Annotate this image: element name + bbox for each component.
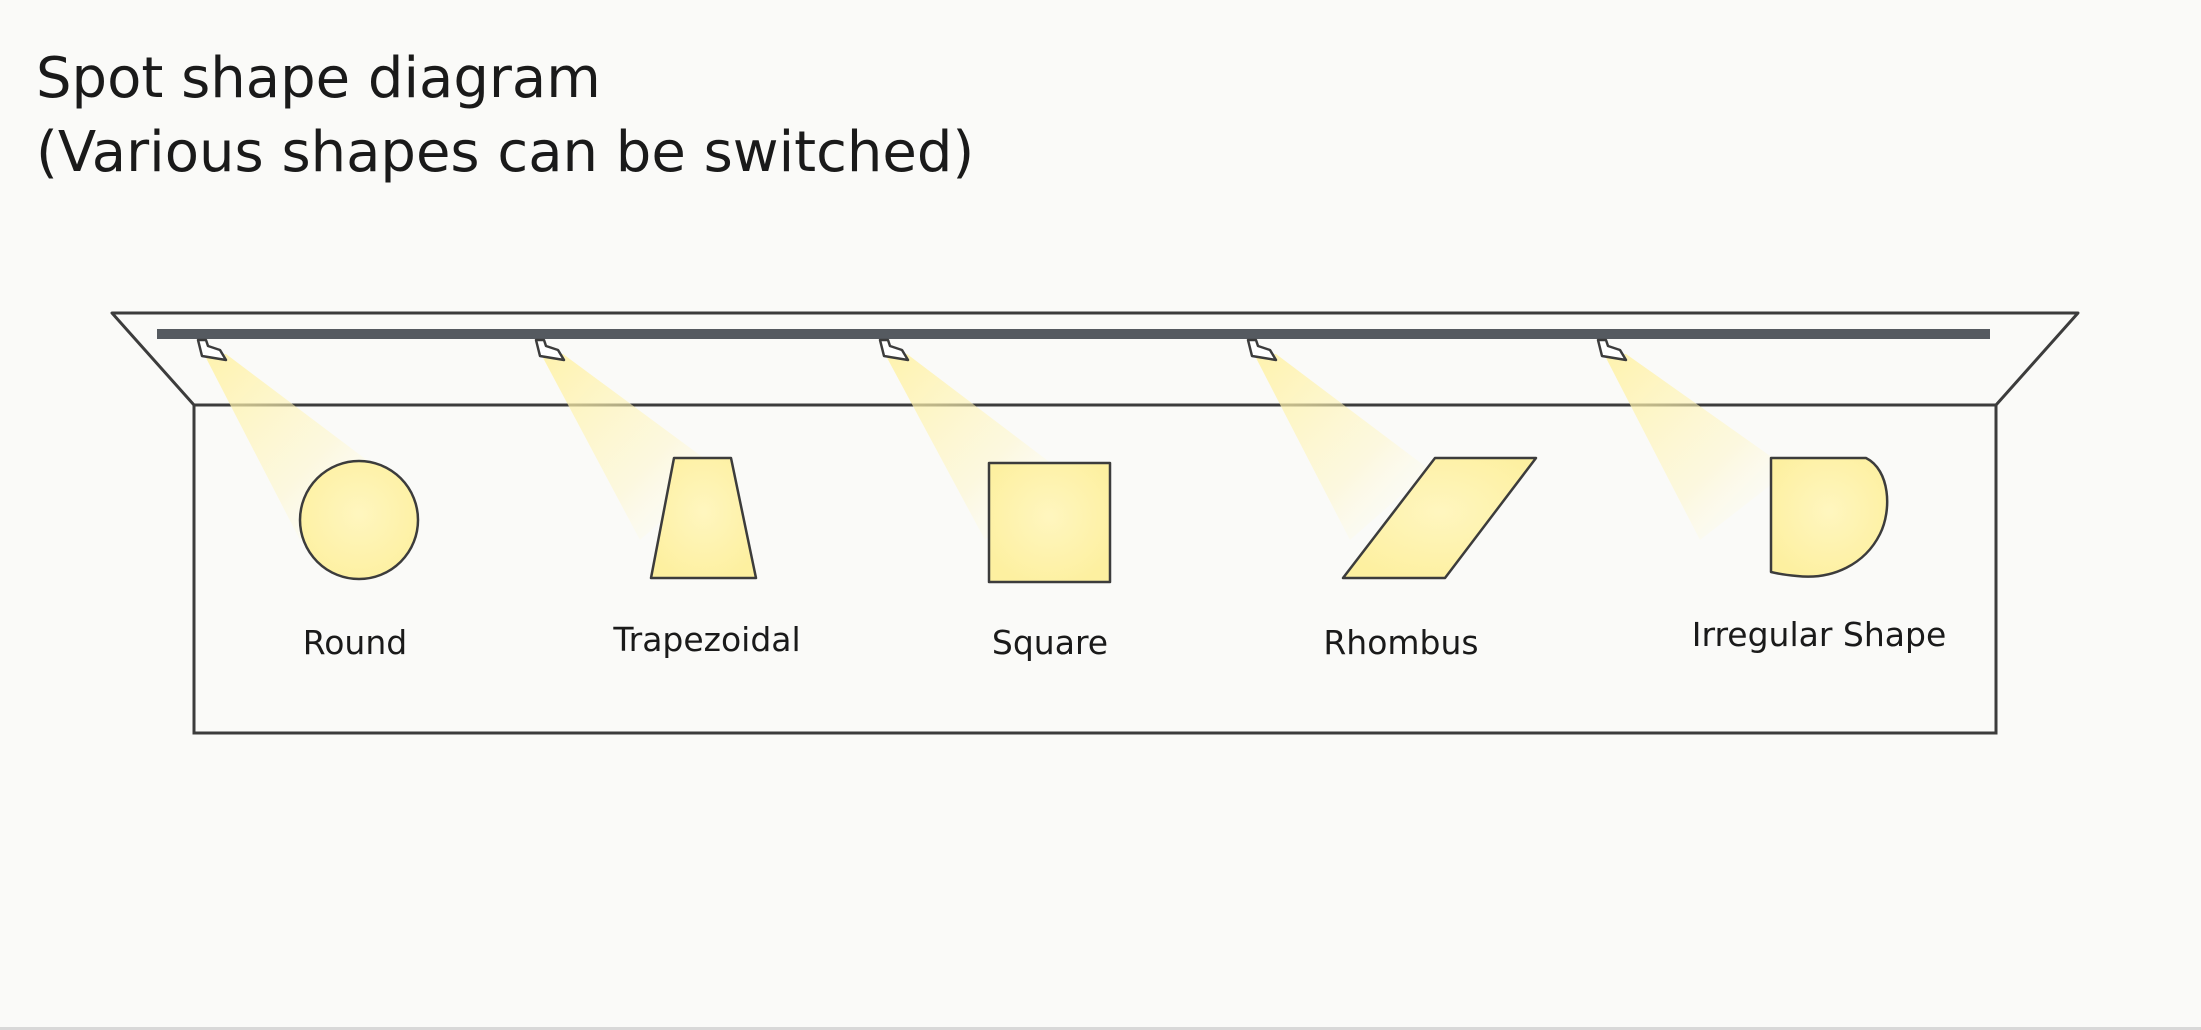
title-line-2: (Various shapes can be switched) (36, 120, 975, 185)
spot-shapes (298, 456, 1889, 584)
spotlight-icon (878, 338, 910, 362)
cabinet-back-panel (192, 403, 1998, 735)
shape-label-square: Square (992, 623, 1108, 662)
bottom-divider (0, 1027, 2201, 1030)
spotlight-icon (534, 338, 566, 362)
shape-label-irregular: Irregular Shape (1692, 615, 1947, 654)
rhombus-icon (1341, 456, 1538, 580)
square-icon (987, 461, 1112, 584)
spotlight-icon (1596, 338, 1628, 362)
shape-label-trapezoidal: Trapezoidal (612, 620, 800, 659)
irregular-d-shape-icon (1769, 456, 1889, 578)
spotlights (196, 338, 1628, 362)
shape-labels: Round Trapezoidal Square Rhombus Irregul… (303, 615, 1946, 662)
spotlight-icon (1246, 338, 1278, 362)
spotlight-icon (196, 338, 228, 362)
cabinet-top-frame (110, 311, 2080, 407)
title-line-1: Spot shape diagram (36, 46, 601, 111)
shape-label-rhombus: Rhombus (1323, 623, 1478, 662)
shape-label-round: Round (303, 623, 407, 662)
display-cabinet (110, 311, 2080, 735)
light-beam (1604, 354, 1790, 540)
diagram-title: Spot shape diagram (Various shapes can b… (36, 42, 974, 190)
light-beams (204, 354, 1790, 540)
circle-icon (298, 459, 420, 581)
trapezoid-icon (649, 456, 758, 580)
lighting-track (157, 329, 1990, 339)
light-beam (1254, 354, 1430, 540)
